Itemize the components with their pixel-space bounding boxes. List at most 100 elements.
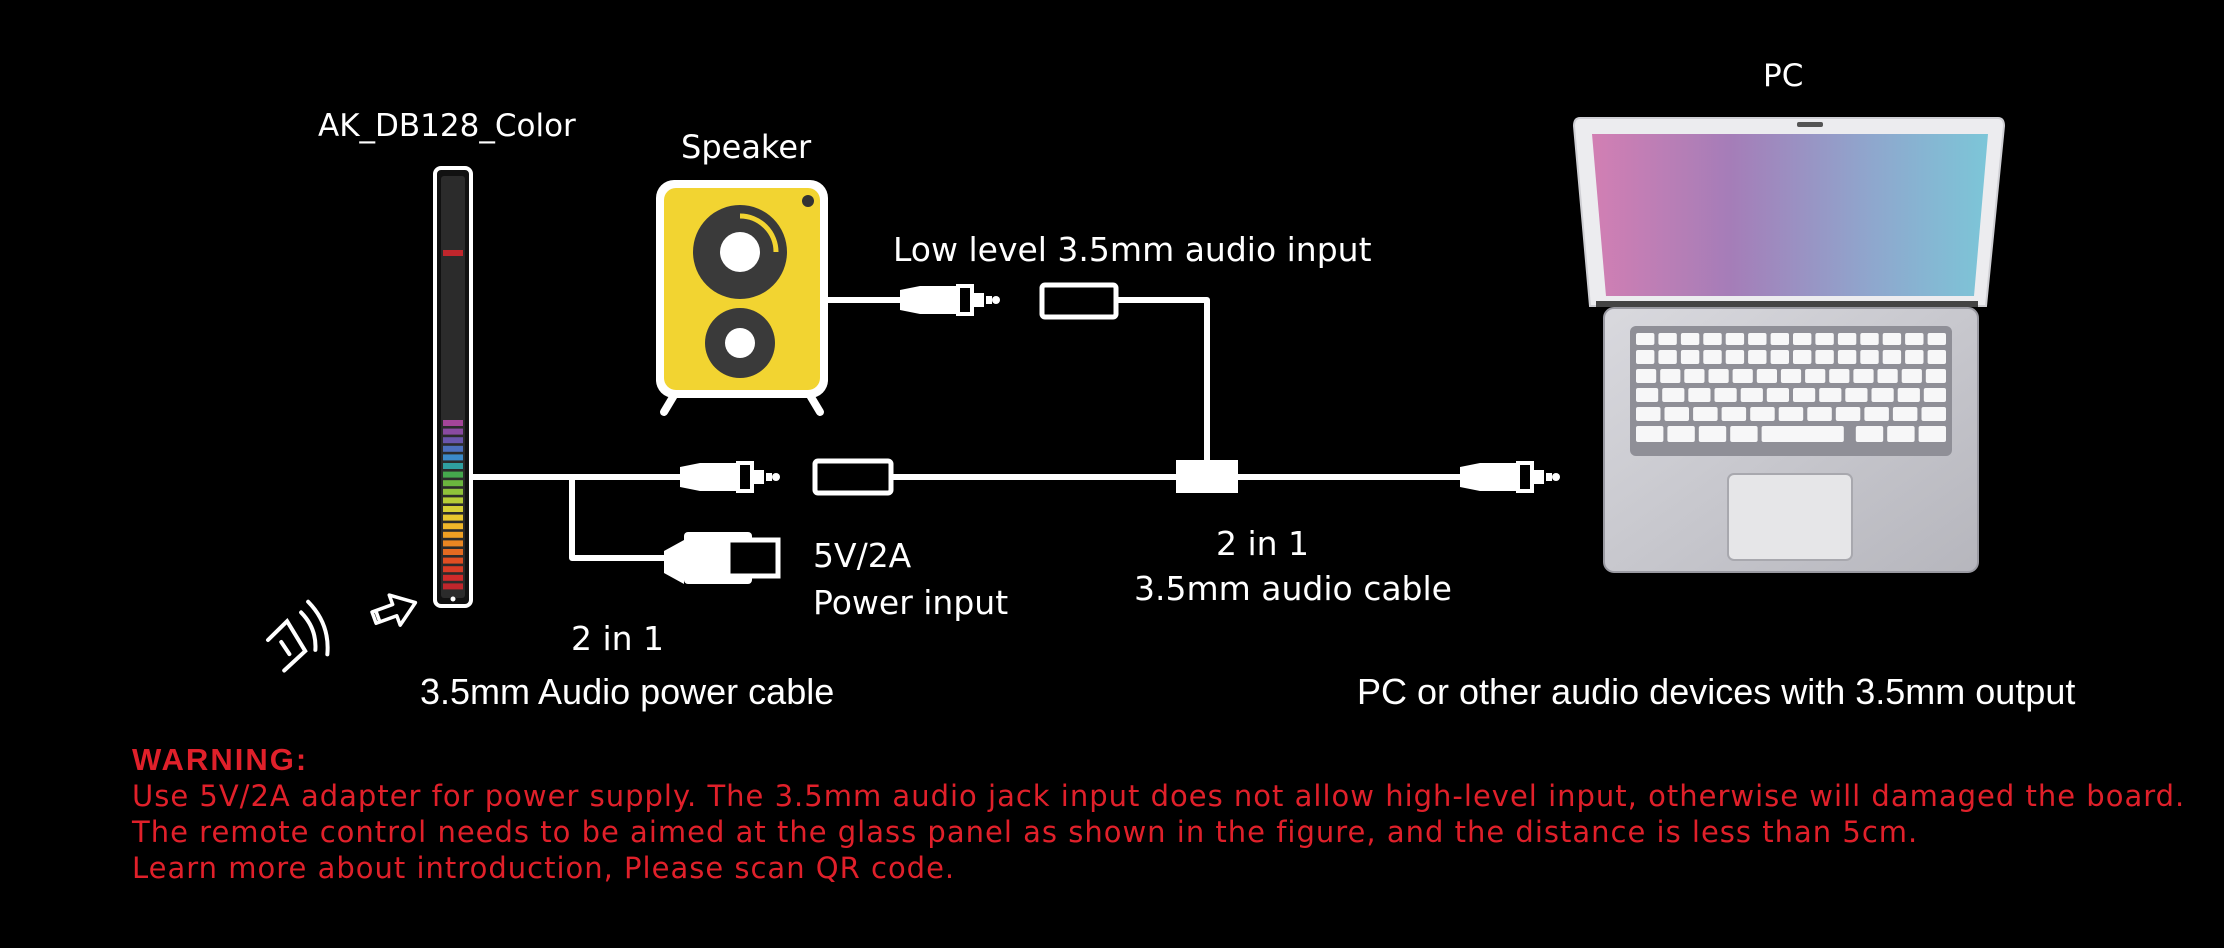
keyboard-key: [1732, 369, 1753, 383]
mid-cable-label-line2: 3.5mm audio cable: [1134, 569, 1452, 608]
keyboard-key: [1748, 350, 1767, 364]
cables: [467, 297, 1473, 561]
keyboard-key: [1918, 426, 1946, 442]
keyboard-key: [1860, 350, 1879, 364]
device-name-label: AK_DB128_Color: [318, 108, 576, 144]
meter-segment: [443, 531, 463, 538]
warning-line-3: Learn more about introduction, Please sc…: [132, 851, 956, 885]
meter-segment: [443, 480, 463, 487]
keyboard-key: [1770, 333, 1789, 345]
keyboard-key: [1892, 407, 1918, 421]
pc-audio-plug: [1460, 461, 1560, 493]
keyboard-key: [1815, 350, 1834, 364]
keyboard-key: [1658, 333, 1677, 345]
keyboard-key: [1925, 369, 1946, 383]
speaker-input-label: Low level 3.5mm audio input: [893, 230, 1372, 269]
meter-segment: [443, 420, 463, 426]
keyboard-key: [1703, 350, 1722, 364]
keyboard-key: [1837, 350, 1857, 364]
keyboard-key: [1897, 388, 1920, 402]
keyboard-key: [1756, 369, 1777, 383]
keyboard-key: [1860, 333, 1879, 345]
keyboard-key: [1835, 407, 1861, 421]
power-label-line1: 5V/2A: [813, 536, 912, 575]
keyboard-key: [1845, 388, 1868, 402]
cable-splitter: [1176, 460, 1238, 493]
keyboard-key: [1882, 333, 1902, 345]
left-cable-label-line1: 2 in 1: [571, 619, 665, 658]
meter-segment: [443, 514, 463, 521]
splitter-speaker-cable: [1113, 297, 1210, 465]
meter-segment: [443, 566, 463, 573]
meter-segment: [443, 488, 463, 495]
speaker-icon: [656, 180, 828, 416]
keyboard-key: [1750, 407, 1775, 421]
keyboard-key: [1714, 388, 1737, 402]
pointing-hand-icon: [370, 593, 418, 627]
meter-segment: [443, 557, 463, 564]
keyboard-key: [1871, 388, 1894, 402]
meter-segment: [443, 497, 463, 504]
pc-label: PC: [1763, 58, 1804, 94]
device-audio-plug: [680, 461, 780, 493]
laptop-icon: [1572, 117, 2006, 573]
keyboard-key: [1636, 350, 1655, 364]
keyboard-key: [1807, 407, 1832, 421]
warning-title: WARNING:: [132, 742, 309, 777]
keyboard-key: [1708, 369, 1729, 383]
keyboard-key: [1887, 426, 1915, 442]
remote-control-icon: [266, 599, 330, 673]
meter-segment: [443, 574, 463, 581]
keyboard-key: [1805, 369, 1826, 383]
device-power-cable: [569, 474, 673, 561]
keyboard-key: [1662, 388, 1685, 402]
keyboard-key: [1815, 333, 1834, 345]
keyboard-key: [1636, 407, 1661, 421]
meter-peak-bar: [443, 250, 463, 256]
pc-caption: PC or other audio devices with 3.5mm out…: [1357, 671, 2076, 712]
keyboard-key: [1905, 333, 1924, 345]
keyboard-key: [1905, 350, 1924, 364]
laptop-trackpad: [1727, 473, 1853, 561]
power-plug: [664, 532, 781, 584]
keyboard-key: [1660, 369, 1681, 383]
meter-segment: [443, 523, 463, 530]
keyboard-key: [1780, 369, 1802, 383]
keyboard-key: [1693, 407, 1718, 421]
keyboard-key: [1680, 350, 1700, 364]
meter-segment: [443, 549, 463, 555]
meter-segment: [443, 463, 463, 469]
audio-coupler: [812, 458, 894, 496]
keyboard-key: [1698, 426, 1727, 442]
meter-segment: [443, 454, 463, 461]
warning-line-1: Use 5V/2A adapter for power supply. The …: [132, 779, 2186, 813]
keyboard-key: [1730, 426, 1758, 442]
keyboard-key: [1793, 333, 1812, 345]
keyboard-key: [1927, 350, 1946, 364]
keyboard-key: [1864, 407, 1889, 421]
keyboard-key: [1853, 369, 1874, 383]
keyboard-key: [1766, 388, 1789, 402]
speaker-coupler: [1039, 282, 1119, 320]
keyboard-key: [1855, 426, 1884, 442]
meter-segment: [443, 506, 463, 512]
keyboard-key: [1688, 388, 1711, 402]
keyboard-key: [1927, 333, 1946, 345]
keyboard-key: [1703, 333, 1722, 345]
keyboard-key: [1636, 426, 1664, 442]
laptop-keyboard: [1636, 333, 1946, 442]
keyboard-key: [1921, 407, 1946, 421]
keyboard-key: [1740, 388, 1763, 402]
left-cable-label-line2: 3.5mm Audio power cable: [420, 671, 835, 712]
keyboard-key: [1636, 333, 1655, 345]
keyboard-key: [1770, 350, 1789, 364]
keyboard-key: [1725, 350, 1745, 364]
keyboard-key: [1882, 350, 1902, 364]
keyboard-key: [1667, 426, 1695, 442]
keyboard-key: [1684, 369, 1705, 383]
meter-segment: [443, 540, 463, 547]
keyboard-key: [1636, 369, 1657, 383]
keyboard-key: [1901, 369, 1922, 383]
